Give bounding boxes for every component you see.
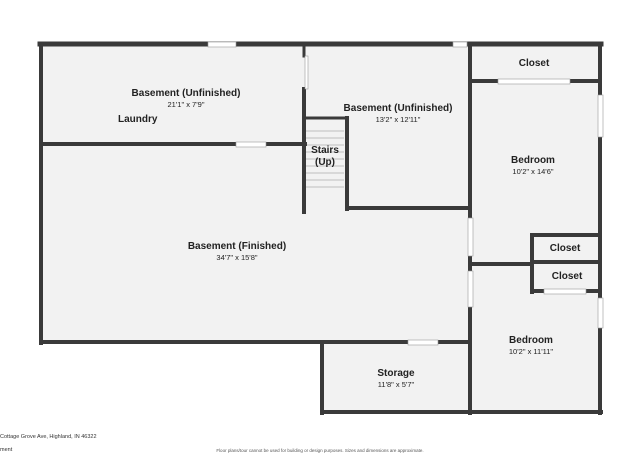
room-dims-basement-unfinished-1: 21'1" x 7'9" [168, 100, 205, 109]
window-bedroom-1 [597, 94, 604, 138]
room-name-basement-finished: Basement (Finished) [188, 241, 286, 252]
stairs-treads [306, 130, 344, 188]
window-bedroom-2 [597, 297, 604, 329]
opening-unfinished [304, 55, 309, 90]
room-name-stairs: Stairs [311, 145, 339, 156]
floor-areas [41, 44, 600, 413]
window-top-right [452, 41, 468, 48]
window-storage [407, 339, 439, 346]
opening-bedroom-2 [467, 270, 474, 308]
room-name-closet-top: Closet [519, 58, 550, 69]
room-name-storage: Storage [377, 368, 415, 379]
room-dims-basement-finished: 34'7" x 15'8" [216, 253, 257, 262]
room-name-basement-unfinished-2: Basement (Unfinished) [344, 103, 453, 114]
footer-address: Cottage Grove Ave, Highland, IN 46322 [0, 434, 97, 440]
room-dims-bedroom-2: 10'2" x 11'11" [509, 347, 554, 356]
window-top-left [207, 41, 237, 48]
right-wing-floor-area [470, 44, 600, 413]
footer-disclaimer: Floor plans/tour cannot be used for buil… [216, 448, 423, 453]
opening-closet-low [543, 288, 587, 295]
room-name-stairs-up: (Up) [315, 157, 335, 168]
opening-bedroom-1 [467, 217, 474, 257]
opening-closet-top [497, 78, 571, 85]
room-name-closet-mid: Closet [550, 243, 581, 254]
room-name-bedroom-1: Bedroom [511, 155, 555, 166]
main-floor-area [41, 44, 470, 343]
storage-floor-area [321, 343, 470, 413]
room-name-closet-low: Closet [552, 271, 583, 282]
windows [207, 41, 604, 346]
room-name-basement-unfinished-1: Basement (Unfinished) [132, 88, 241, 99]
room-dims-basement-unfinished-2: 13'2" x 12'11" [376, 115, 421, 124]
room-dims-storage: 11'8" x 5'7" [378, 380, 415, 389]
room-dims-bedroom-1: 10'2" x 14'6" [512, 167, 553, 176]
room-name-bedroom-2: Bedroom [509, 335, 553, 346]
opening-laundry [235, 141, 267, 148]
footer-cut-label: ment [0, 447, 13, 453]
room-name-laundry: Laundry [118, 114, 158, 125]
